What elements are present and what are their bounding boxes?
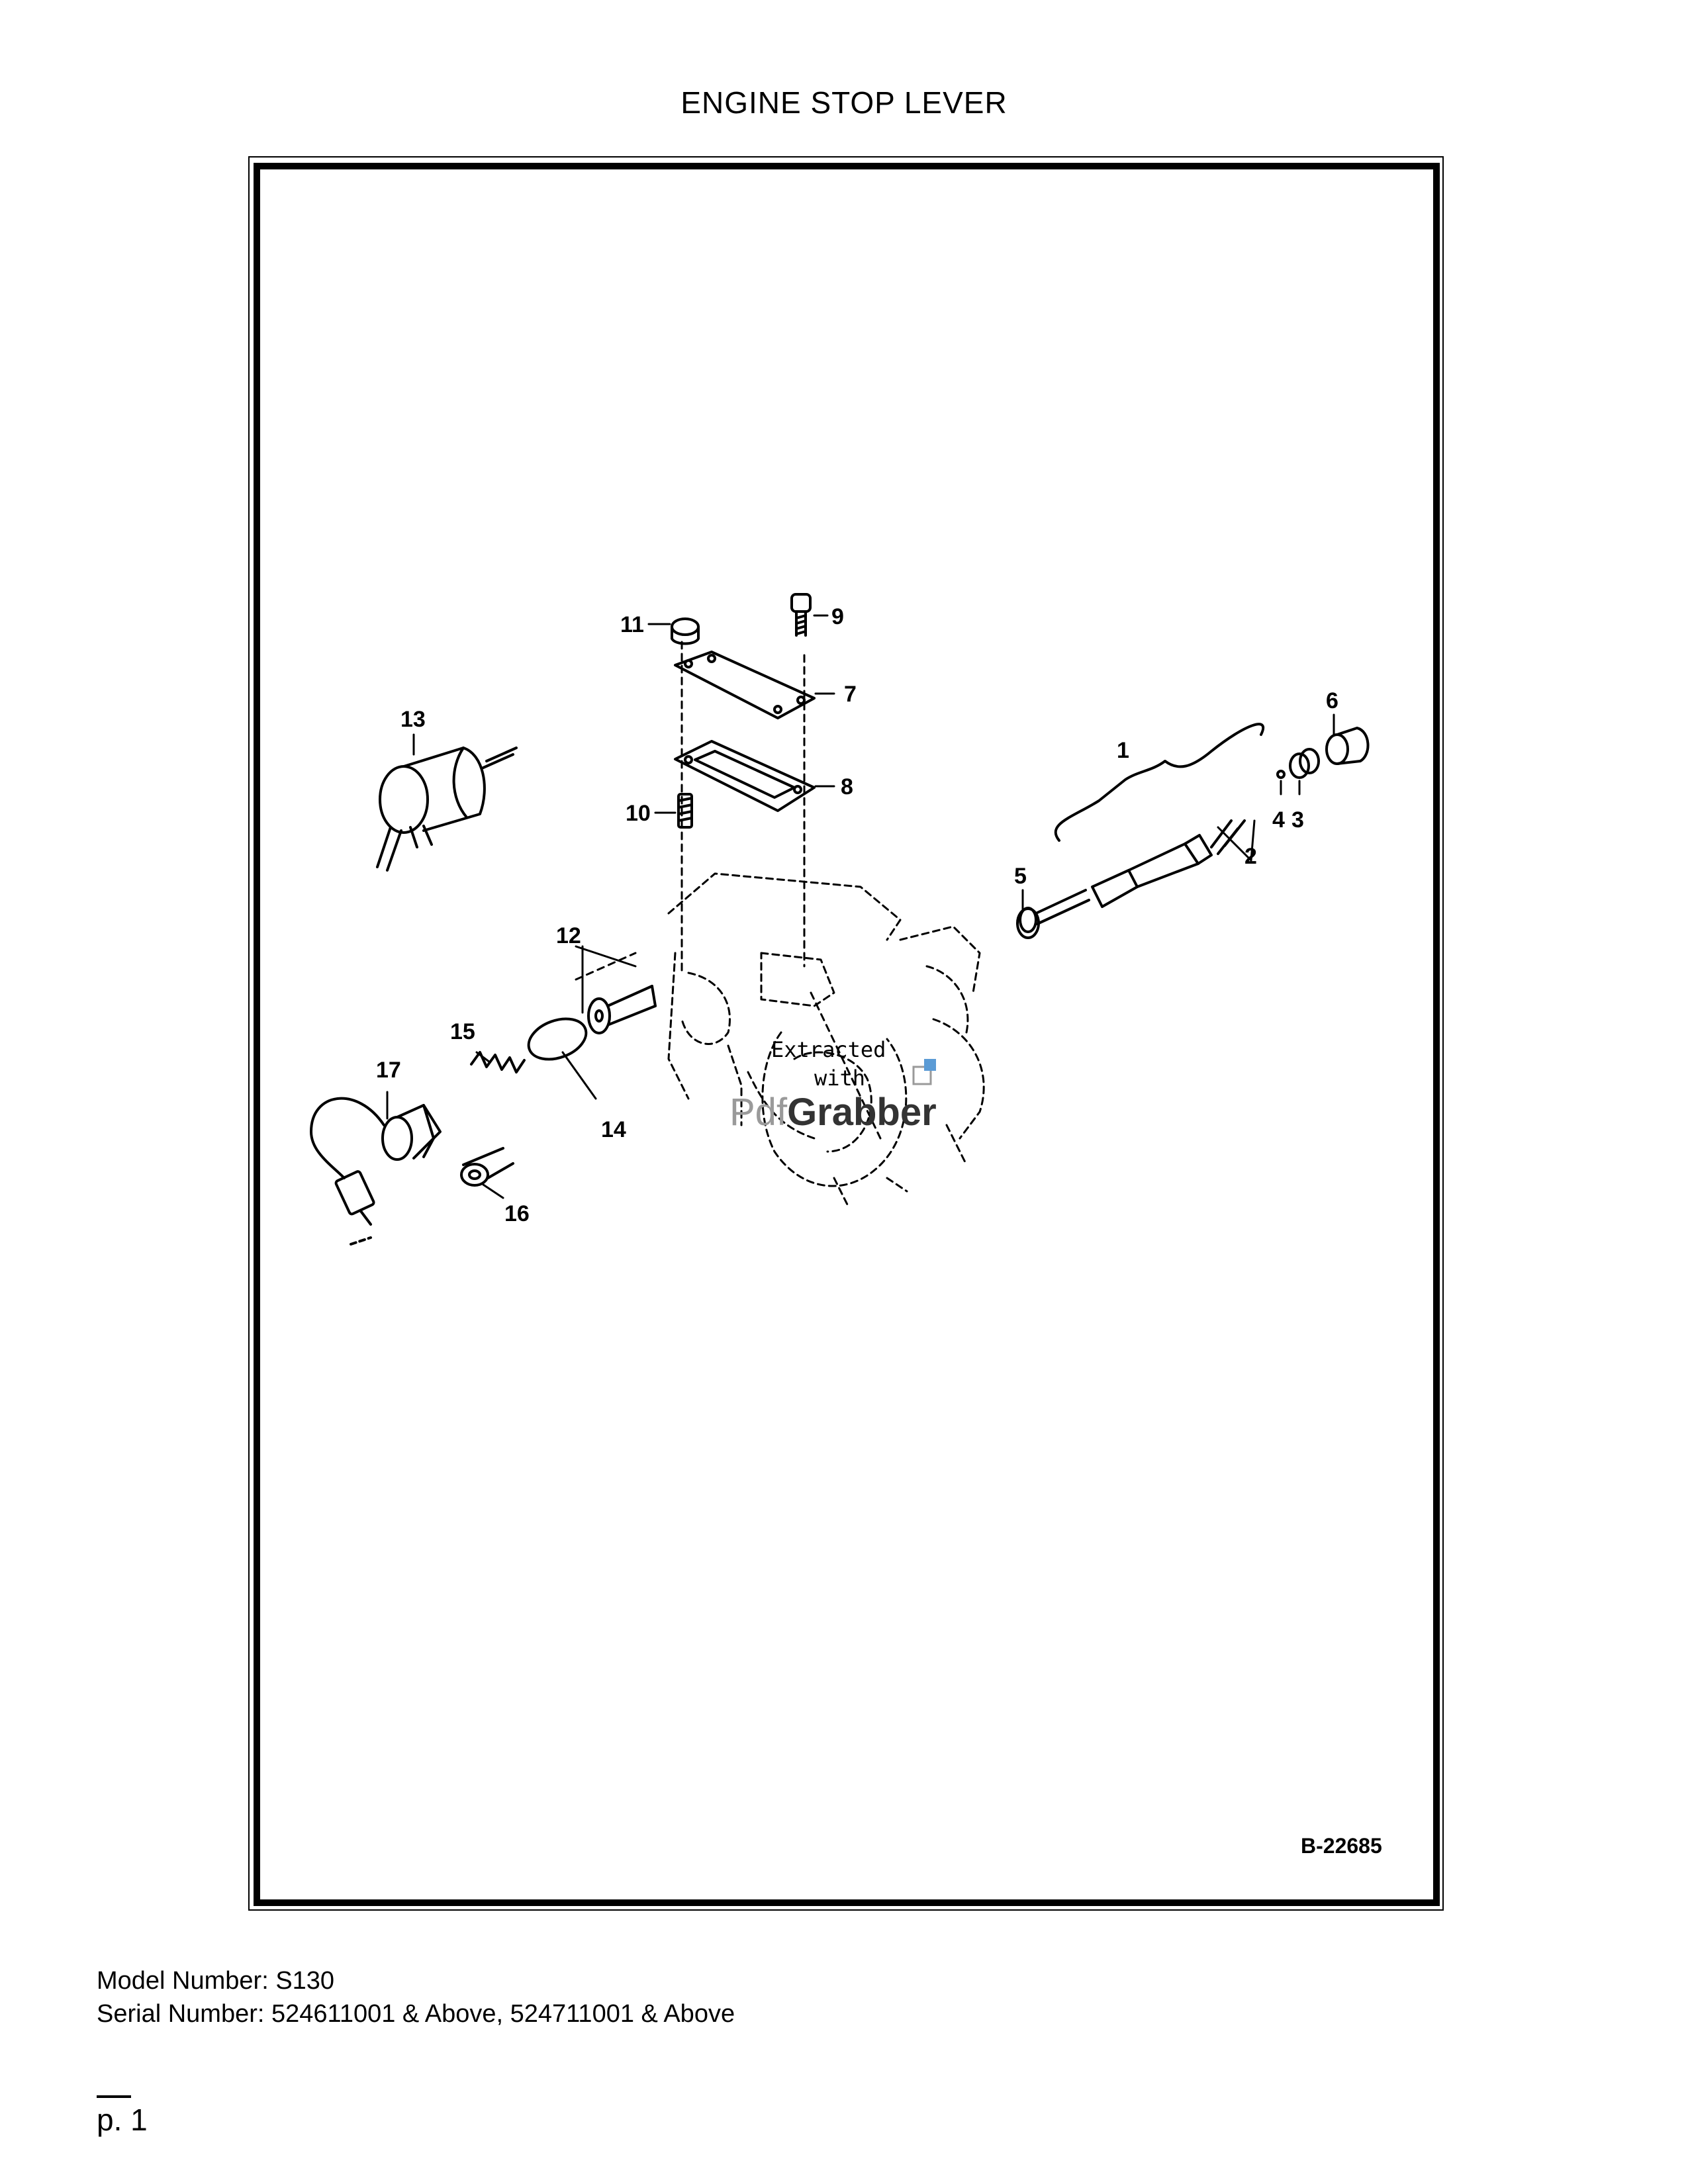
watermark-line-1: Extracted bbox=[771, 1037, 886, 1062]
brace-1 bbox=[1054, 723, 1265, 842]
part-8-gasket bbox=[674, 740, 816, 812]
callout-16: 16 bbox=[504, 1201, 530, 1226]
part-7-cover-plate bbox=[674, 651, 816, 719]
callout-12: 12 bbox=[556, 923, 581, 948]
part-9-bolt bbox=[790, 593, 812, 637]
watermark-brand: PdfGrabber bbox=[729, 1091, 937, 1134]
part-17-stop-solenoid bbox=[310, 1097, 442, 1246]
figure-id: B-22685 bbox=[1301, 1834, 1382, 1858]
engine-block-outline bbox=[667, 872, 985, 1206]
watermark-logo-icon bbox=[912, 1066, 932, 1085]
part-11-nut bbox=[671, 617, 700, 645]
part-4-washer bbox=[1276, 770, 1286, 779]
watermark-brand-grabber: Grabber bbox=[787, 1091, 937, 1134]
part-14-o-ring bbox=[527, 1017, 588, 1061]
callout-7: 7 bbox=[844, 682, 857, 707]
pdfgrabber-watermark: Extracted with PdfGrabber bbox=[729, 1037, 937, 1134]
callout-17: 17 bbox=[376, 1058, 401, 1083]
watermark-brand-pdf: Pdf bbox=[729, 1091, 788, 1134]
serial-number: Serial Number: 524611001 & Above, 524711… bbox=[97, 2000, 735, 2028]
callout-3: 3 bbox=[1291, 807, 1304, 833]
page-divider bbox=[97, 2095, 131, 2098]
footer-info: Model Number: S130 Serial Number: 524611… bbox=[97, 1964, 735, 2030]
callout-2: 2 bbox=[1244, 844, 1257, 869]
callout-15: 15 bbox=[450, 1019, 475, 1044]
callout-11: 11 bbox=[620, 612, 644, 637]
callout-8: 8 bbox=[841, 774, 853, 799]
page-title: ENGINE STOP LEVER bbox=[680, 85, 1008, 120]
callout-6: 6 bbox=[1326, 688, 1338, 713]
callout-10: 10 bbox=[626, 801, 651, 826]
part-3-fitting bbox=[1289, 748, 1320, 779]
callout-1: 1 bbox=[1117, 738, 1129, 763]
callout-4: 4 bbox=[1272, 807, 1285, 833]
callout-13: 13 bbox=[400, 707, 426, 732]
diagram-frame bbox=[254, 163, 1440, 1906]
leader-lines bbox=[386, 614, 1335, 1199]
part-13-solenoid bbox=[376, 747, 518, 872]
model-number: Model Number: S130 bbox=[97, 1967, 335, 1995]
callout-labels: 1 2 3 4 5 6 7 8 9 10 11 12 13 14 15 16 1… bbox=[376, 604, 1338, 1226]
part-5-nut bbox=[1016, 907, 1040, 939]
part-12-shaft bbox=[587, 985, 657, 1034]
watermark-logo-square-icon bbox=[924, 1059, 936, 1071]
part-1-stop-valve-assembly bbox=[1019, 819, 1246, 933]
callout-5: 5 bbox=[1014, 864, 1027, 889]
part-6-cap bbox=[1325, 727, 1370, 765]
watermark-line-2: with bbox=[814, 1066, 865, 1091]
callout-9: 9 bbox=[831, 604, 844, 629]
part-16-nut bbox=[460, 1147, 514, 1187]
assembly-lines bbox=[575, 641, 882, 1140]
part-10-stud bbox=[677, 793, 693, 829]
diagram-frame-outer bbox=[248, 156, 1444, 1911]
page-number: p. 1 bbox=[97, 2103, 148, 2137]
callout-14: 14 bbox=[601, 1117, 626, 1142]
